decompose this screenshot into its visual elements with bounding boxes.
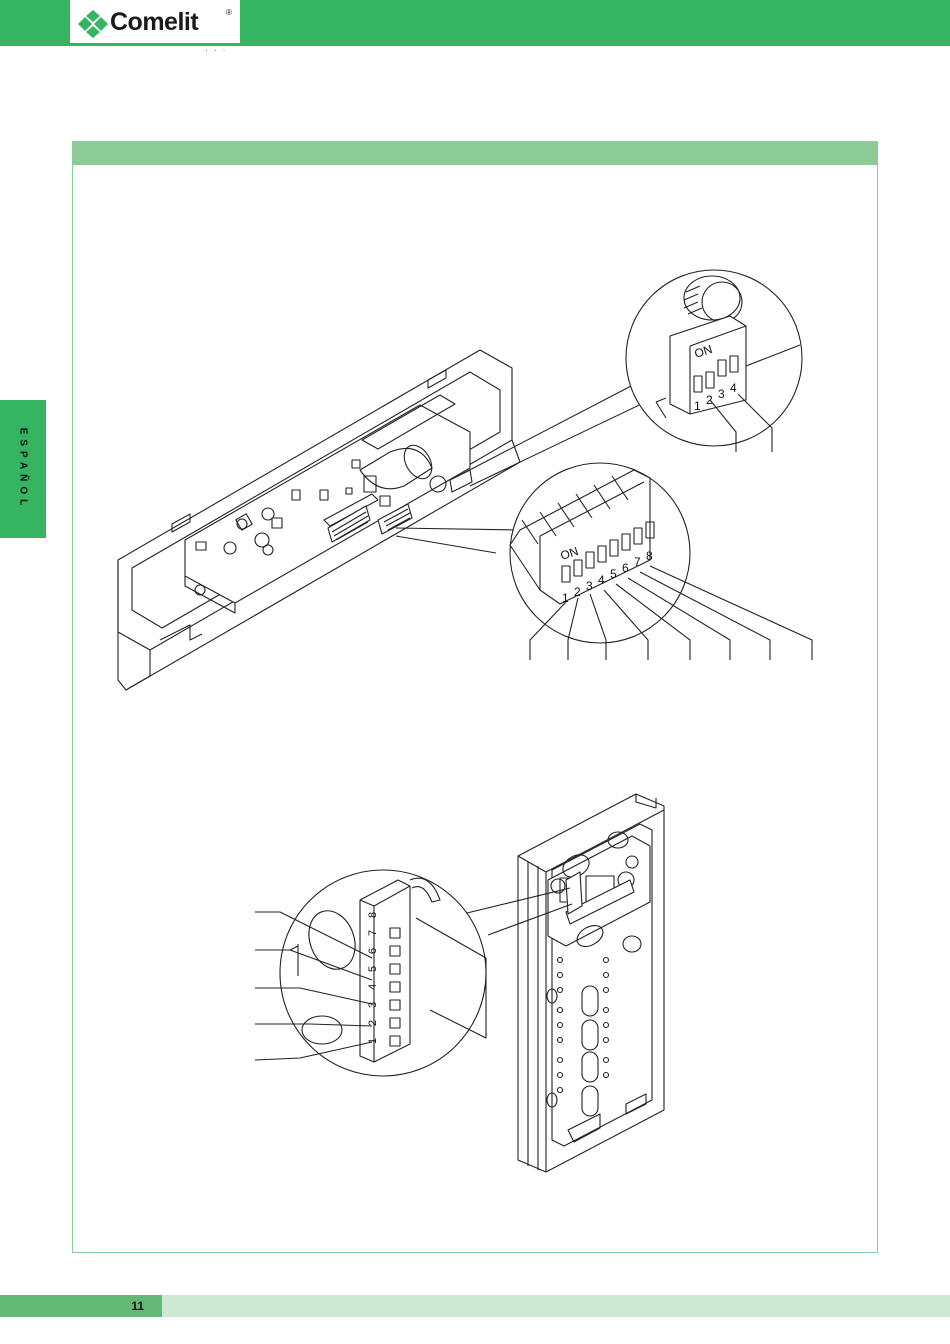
zoom-circle-4-switch — [626, 270, 802, 446]
zoom-circle-8-switch — [510, 463, 690, 643]
bottom-switch-num-3: 3 — [367, 1002, 379, 1008]
switch8-num-6: 6 — [622, 561, 629, 575]
top-device-drawing — [118, 350, 520, 690]
switch4-num-1: 1 — [694, 399, 701, 413]
bottom-switch-num-1: 1 — [367, 1038, 379, 1044]
bottom-switch-num-7: 7 — [367, 930, 379, 936]
switch4-num-2: 2 — [706, 393, 713, 407]
bottom-switch-num-5: 5 — [367, 966, 379, 972]
bottom-switch-num-2: 2 — [367, 1020, 379, 1026]
bottom-switch-num-8: 8 — [367, 912, 379, 918]
page-number: 11 — [0, 1295, 162, 1317]
switch8-num-8: 8 — [646, 549, 653, 563]
switch4-num-4: 4 — [730, 381, 737, 395]
bottom-device-drawing — [518, 794, 664, 1172]
switch8-num-3: 3 — [586, 579, 593, 593]
switch8-num-2: 2 — [574, 585, 581, 599]
switch8-num-7: 7 — [634, 555, 641, 569]
switch8-num-5: 5 — [610, 567, 617, 581]
zoom-circle-bottom-switch — [280, 870, 486, 1076]
switch4-num-3: 3 — [718, 387, 725, 401]
bottom-switch-num-4: 4 — [367, 984, 379, 990]
switch8-num-1: 1 — [562, 591, 569, 605]
bottom-switch-num-6: 6 — [367, 948, 379, 954]
switch8-num-4: 4 — [598, 573, 605, 587]
